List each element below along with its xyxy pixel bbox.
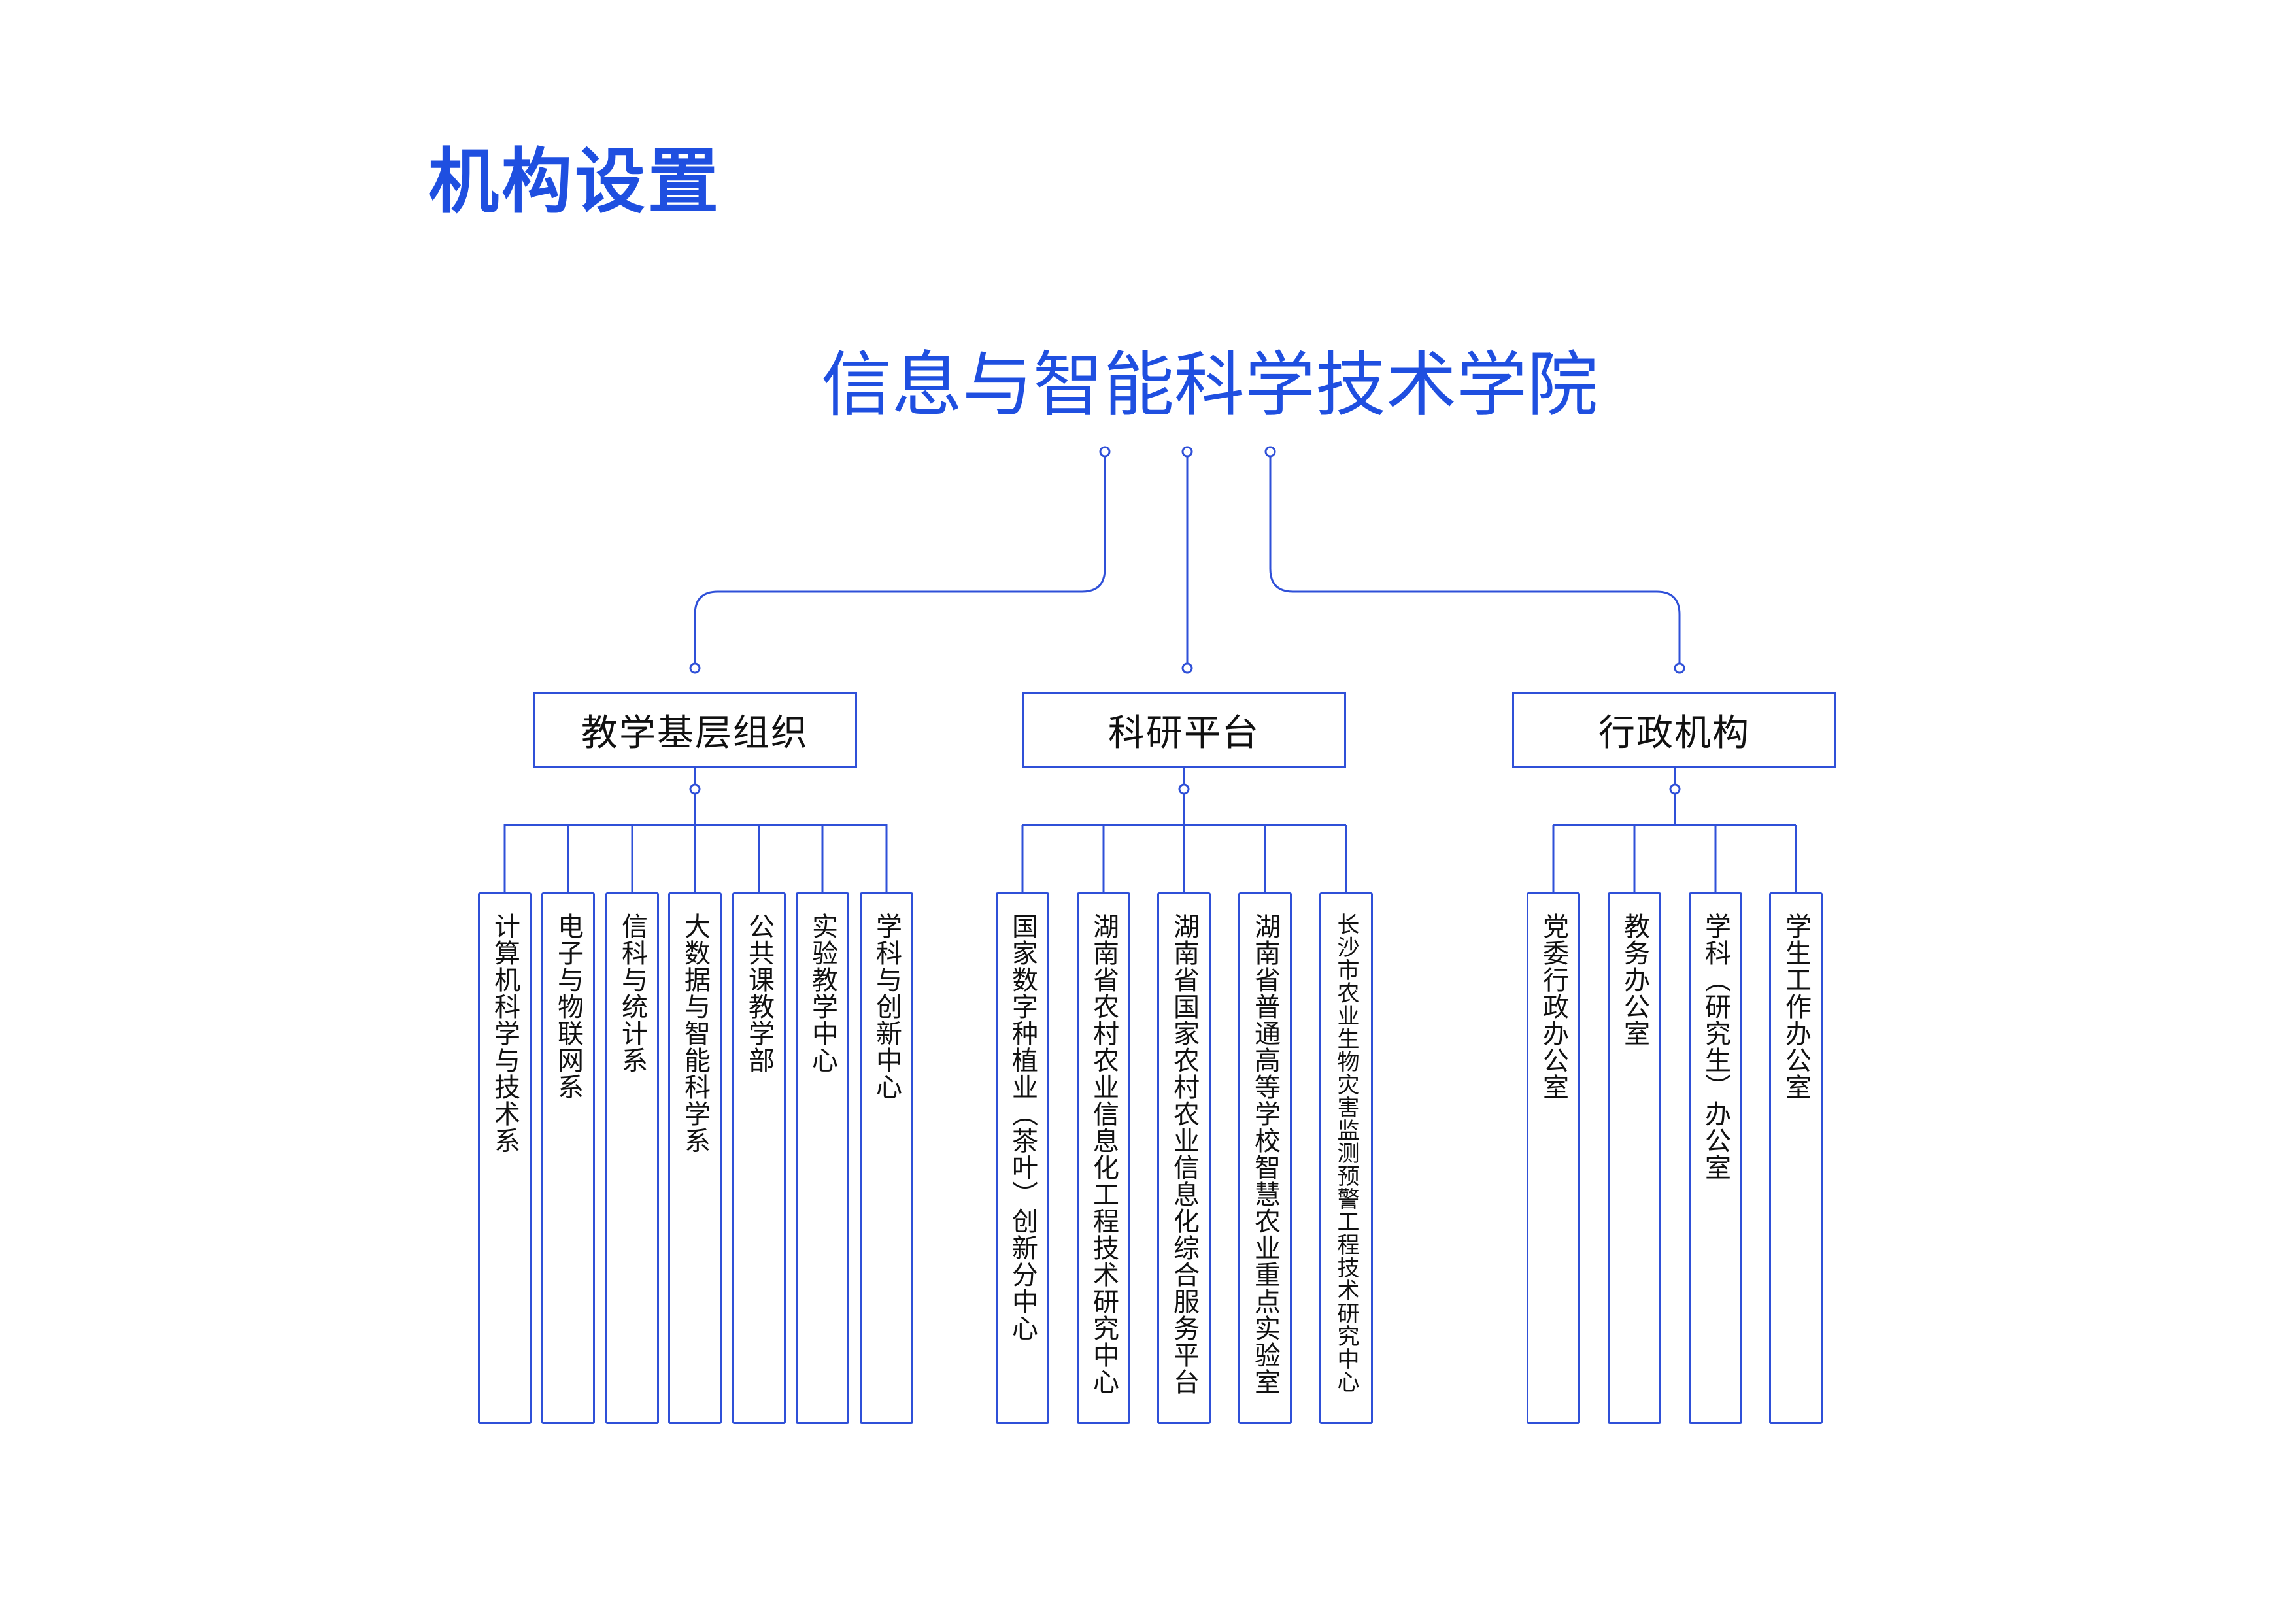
- unit-box: 电子与物联网系: [541, 892, 595, 1424]
- unit-box: 湖南省国家农村农业信息化综合服务平台: [1157, 892, 1211, 1424]
- unit-label: 电子与物联网系: [553, 913, 583, 1100]
- unit-label: 党委行政办公室: [1538, 913, 1568, 1100]
- unit-box: 学科（研究生）办公室: [1689, 892, 1742, 1424]
- root-node-college: 信息与智能科学技术学院: [820, 345, 1598, 426]
- unit-label: 学生工作办公室: [1781, 913, 1811, 1100]
- unit-label: 计算机科学与技术系: [490, 913, 520, 1154]
- unit-label: 公共课教学部: [744, 913, 774, 1074]
- unit-box: 国家数字种植业（茶叶）创新分中心: [996, 892, 1049, 1424]
- unit-label: 实验教学中心: [807, 913, 837, 1074]
- unit-label: 大数据与智能科学系: [680, 913, 710, 1154]
- category-teaching-organization: 教学基层组织: [533, 692, 857, 768]
- unit-label: 国家数字种植业（茶叶）创新分中心: [1007, 913, 1038, 1342]
- unit-label: 教务办公室: [1619, 913, 1649, 1047]
- unit-box: 大数据与智能科学系: [668, 892, 722, 1424]
- unit-box: 湖南省普通高等学校智慧农业重点实验室: [1238, 892, 1292, 1424]
- unit-box: 实验教学中心: [796, 892, 849, 1424]
- unit-box: 学科与创新中心: [860, 892, 913, 1424]
- unit-label: 湖南省普通高等学校智慧农业重点实验室: [1250, 913, 1280, 1395]
- unit-label: 长沙市农业生物灾害监测预警工程技术研究中心: [1333, 913, 1359, 1393]
- unit-box: 信科与统计系: [605, 892, 659, 1424]
- unit-box: 学生工作办公室: [1769, 892, 1823, 1424]
- unit-label: 湖南省农村农业信息化工程技术研究中心: [1089, 913, 1119, 1395]
- unit-box: 公共课教学部: [732, 892, 786, 1424]
- unit-box: 教务办公室: [1608, 892, 1661, 1424]
- unit-box: 党委行政办公室: [1527, 892, 1580, 1424]
- page-title: 机构设置: [428, 141, 722, 223]
- category-research-platform: 科研平台: [1022, 692, 1346, 768]
- unit-label: 学科（研究生）办公室: [1700, 913, 1730, 1181]
- unit-box: 湖南省农村农业信息化工程技术研究中心: [1077, 892, 1130, 1424]
- category-administration: 行政机构: [1512, 692, 1836, 768]
- unit-box: 计算机科学与技术系: [478, 892, 532, 1424]
- unit-label: 湖南省国家农村农业信息化综合服务平台: [1169, 913, 1199, 1395]
- unit-label: 学科与创新中心: [871, 913, 902, 1100]
- unit-box: 长沙市农业生物灾害监测预警工程技术研究中心: [1319, 892, 1373, 1424]
- unit-label: 信科与统计系: [617, 913, 647, 1074]
